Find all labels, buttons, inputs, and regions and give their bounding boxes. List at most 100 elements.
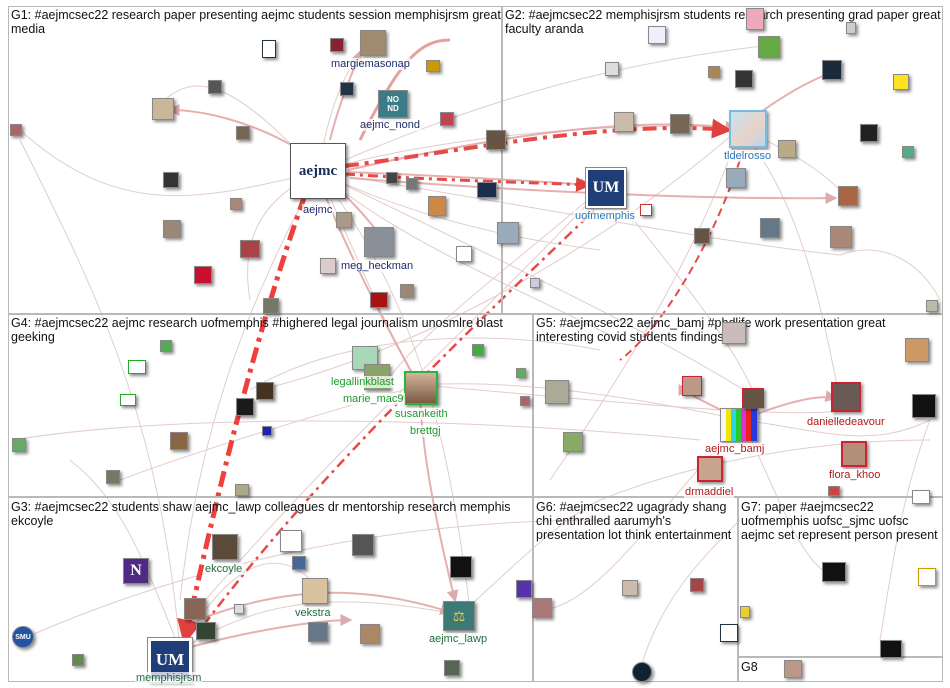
- user-avatar[interactable]: [330, 38, 344, 52]
- user-avatar[interactable]: [735, 70, 753, 88]
- user-avatar[interactable]: [256, 382, 274, 400]
- user-avatar[interactable]: [236, 126, 250, 140]
- user-avatar[interactable]: [632, 662, 652, 682]
- user-avatar[interactable]: [240, 240, 260, 258]
- user-avatar[interactable]: [830, 226, 852, 248]
- user-avatar[interactable]: [152, 98, 174, 120]
- user-avatar[interactable]: [230, 198, 242, 210]
- user-avatar[interactable]: [120, 394, 136, 406]
- user-avatar[interactable]: [262, 426, 272, 436]
- user-avatar[interactable]: [926, 300, 938, 312]
- flora-khoo-avatar[interactable]: [841, 441, 867, 467]
- user-avatar[interactable]: [208, 80, 222, 94]
- user-avatar[interactable]: [196, 622, 216, 640]
- army-a-logo-node[interactable]: [912, 394, 936, 418]
- user-avatar[interactable]: [400, 284, 414, 298]
- user-avatar[interactable]: [428, 196, 446, 216]
- uno-logo-node[interactable]: [236, 398, 254, 416]
- user-avatar[interactable]: [360, 624, 380, 644]
- user-avatar[interactable]: [370, 292, 388, 308]
- oregon-o-logo-node[interactable]: [893, 74, 909, 90]
- user-avatar[interactable]: [352, 534, 374, 556]
- user-avatar[interactable]: [902, 146, 914, 158]
- user-avatar[interactable]: [477, 182, 497, 198]
- user-avatar[interactable]: [828, 486, 840, 496]
- user-avatar[interactable]: [516, 368, 526, 378]
- user-avatar[interactable]: [758, 36, 780, 58]
- user-avatar[interactable]: [497, 222, 519, 244]
- user-avatar[interactable]: [563, 432, 583, 452]
- user-avatar[interactable]: [880, 640, 902, 658]
- user-avatar[interactable]: [838, 186, 858, 206]
- user-avatar[interactable]: [690, 578, 704, 592]
- user-avatar[interactable]: [280, 530, 302, 552]
- user-avatar[interactable]: [822, 562, 846, 582]
- meg-heckman-avatar[interactable]: [364, 227, 394, 257]
- user-avatar[interactable]: [440, 112, 454, 126]
- red-n-logo-node[interactable]: [194, 266, 212, 284]
- user-avatar[interactable]: [860, 124, 878, 142]
- user-avatar[interactable]: [472, 344, 484, 356]
- user-avatar[interactable]: [406, 178, 418, 190]
- user-avatar[interactable]: [340, 82, 354, 96]
- smu-logo-node[interactable]: SMU: [12, 626, 34, 648]
- user-avatar[interactable]: [682, 376, 702, 396]
- user-avatar[interactable]: [912, 490, 930, 504]
- aejmc-nond-node[interactable]: NO ND: [378, 90, 408, 118]
- user-avatar[interactable]: [532, 598, 552, 618]
- user-avatar[interactable]: [456, 246, 472, 262]
- user-avatar[interactable]: [163, 220, 181, 238]
- user-avatar[interactable]: [308, 622, 328, 642]
- user-avatar[interactable]: [128, 360, 146, 374]
- user-avatar[interactable]: [708, 66, 720, 78]
- danielledeavour-avatar[interactable]: [831, 382, 861, 412]
- user-avatar[interactable]: [444, 660, 460, 676]
- user-avatar[interactable]: [918, 568, 936, 586]
- user-avatar[interactable]: [760, 218, 780, 238]
- user-avatar[interactable]: [160, 340, 172, 352]
- uofmemphis-logo-node[interactable]: UM: [585, 167, 627, 209]
- user-avatar[interactable]: [778, 140, 796, 158]
- user-avatar[interactable]: [235, 484, 249, 496]
- user-avatar[interactable]: [720, 624, 738, 642]
- user-avatar[interactable]: [12, 438, 26, 452]
- user-avatar[interactable]: [234, 604, 244, 614]
- user-avatar[interactable]: [262, 40, 276, 58]
- user-avatar[interactable]: [545, 380, 569, 404]
- user-avatar[interactable]: [746, 8, 764, 30]
- user-avatar[interactable]: [614, 112, 634, 132]
- user-avatar[interactable]: [486, 130, 506, 150]
- user-avatar[interactable]: [184, 598, 206, 620]
- user-avatar[interactable]: [846, 22, 856, 34]
- aejmc-bamj-node[interactable]: [720, 408, 758, 442]
- user-avatar[interactable]: [450, 556, 472, 578]
- margiemasonap-avatar[interactable]: [360, 30, 386, 56]
- drmaddiel-avatar[interactable]: [697, 456, 723, 482]
- northwestern-logo-node[interactable]: N: [123, 558, 149, 584]
- user-avatar[interactable]: [320, 258, 336, 274]
- user-avatar[interactable]: [520, 396, 530, 406]
- aejmc-lawp-node[interactable]: ⚖: [443, 601, 475, 631]
- user-avatar[interactable]: [163, 172, 179, 188]
- user-avatar[interactable]: [10, 124, 22, 136]
- user-avatar[interactable]: [336, 212, 352, 228]
- tldelrosso-avatar[interactable]: [729, 110, 767, 148]
- user-avatar[interactable]: [648, 26, 666, 44]
- user-avatar[interactable]: [670, 114, 690, 134]
- user-avatar[interactable]: [822, 60, 842, 80]
- susankeith-avatar[interactable]: [404, 371, 438, 405]
- user-avatar[interactable]: [106, 470, 120, 484]
- user-avatar[interactable]: [784, 660, 802, 678]
- user-avatar[interactable]: [386, 172, 398, 184]
- user-avatar[interactable]: [722, 322, 746, 344]
- user-avatar[interactable]: [694, 228, 710, 244]
- user-avatar[interactable]: [516, 580, 532, 598]
- ekcoyle-avatar[interactable]: [212, 534, 238, 560]
- user-avatar[interactable]: [530, 278, 540, 288]
- vekstra-avatar[interactable]: [302, 578, 328, 604]
- user-avatar[interactable]: [263, 298, 279, 314]
- user-avatar[interactable]: [426, 60, 440, 72]
- user-avatar[interactable]: [605, 62, 619, 76]
- user-avatar[interactable]: [905, 338, 929, 362]
- user-avatar[interactable]: [622, 580, 638, 596]
